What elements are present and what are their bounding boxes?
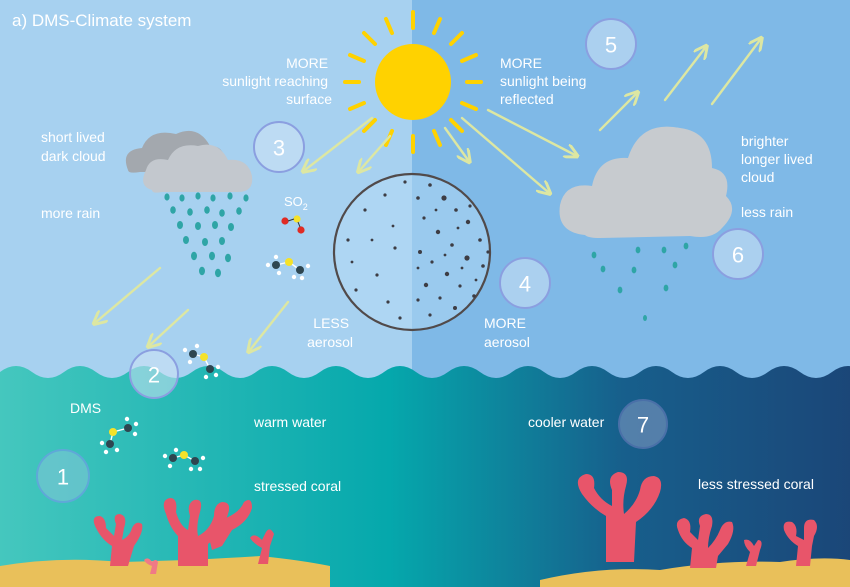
coral-left-icon [93,498,274,574]
label-cooler-water: cooler water [528,414,605,430]
label-more-sunlight-reflected: MORE sunlight being reflected [500,55,590,107]
sand-right [540,558,850,587]
aerosol-circle [332,172,492,332]
label-more-sunlight-surface: MORE sunlight reaching surface [222,55,332,107]
arrow-sun-down-left [360,134,392,170]
arrow-sun-to-cloud-2 [486,108,575,155]
dark-cloud-icon [125,130,253,193]
svg-text:1: 1 [57,465,69,490]
badge-3: 3 [253,121,305,173]
label-short-lived-cloud: short lived dark cloud [41,129,109,164]
sun-icon [343,10,483,154]
badge-7: 7 [618,399,668,449]
so2-label: SO2 [284,194,308,212]
label-more-rain: more rain [41,205,100,221]
label-stressed-coral: stressed coral [254,478,341,494]
aerosol-particles-left [346,180,407,320]
sand-left [0,556,330,587]
badge-2: 2 [129,349,179,399]
dms-molecule-air-1 [265,254,311,281]
badge-6: 6 [712,228,764,280]
dms-molecule-air-2 [182,343,221,380]
svg-text:5: 5 [605,33,617,58]
label-brighter-cloud: brighter longer lived cloud [741,133,817,185]
arrow-sun-down-right [443,126,468,160]
sunlight-arrows [96,40,760,350]
bright-cloud-icon [559,126,733,238]
arrow-reflect-1 [598,94,636,132]
svg-text:2: 2 [148,363,160,388]
arrow-sun-to-left [305,116,374,170]
arrow-rain-left [96,266,162,322]
badge-1: 1 [36,449,90,503]
label-warm-water: warm water [253,414,327,430]
svg-text:7: 7 [637,413,649,438]
svg-text:4: 4 [519,272,531,297]
arrow-sun-to-cloud-1 [460,116,548,192]
svg-text:3: 3 [273,136,285,161]
label-less-stressed-coral: less stressed coral [698,476,814,492]
arrow-reflect-2 [663,48,705,102]
badge-5: 5 [585,18,637,70]
arrow-reflect-3 [710,40,760,106]
label-dms: DMS [70,400,101,416]
dms-molecule-water-1 [99,416,139,455]
rain-drops-left [164,192,249,278]
badge-4: 4 [499,257,551,309]
dms-molecule-water-2 [162,447,206,472]
arrow-rain-down [150,308,190,345]
so2-molecule-icon [281,215,305,234]
diagram-title: a) DMS-Climate system [12,11,191,30]
svg-text:6: 6 [732,243,744,268]
label-less-aerosol: LESS aerosol [307,315,353,350]
coral-right-icon [577,472,817,568]
aerosol-particles-right [416,183,490,317]
rain-drops-right [591,242,689,321]
arrow-aerosol-down [250,300,290,350]
label-more-aerosol: MORE aerosol [484,315,530,350]
label-less-rain: less rain [741,204,793,220]
